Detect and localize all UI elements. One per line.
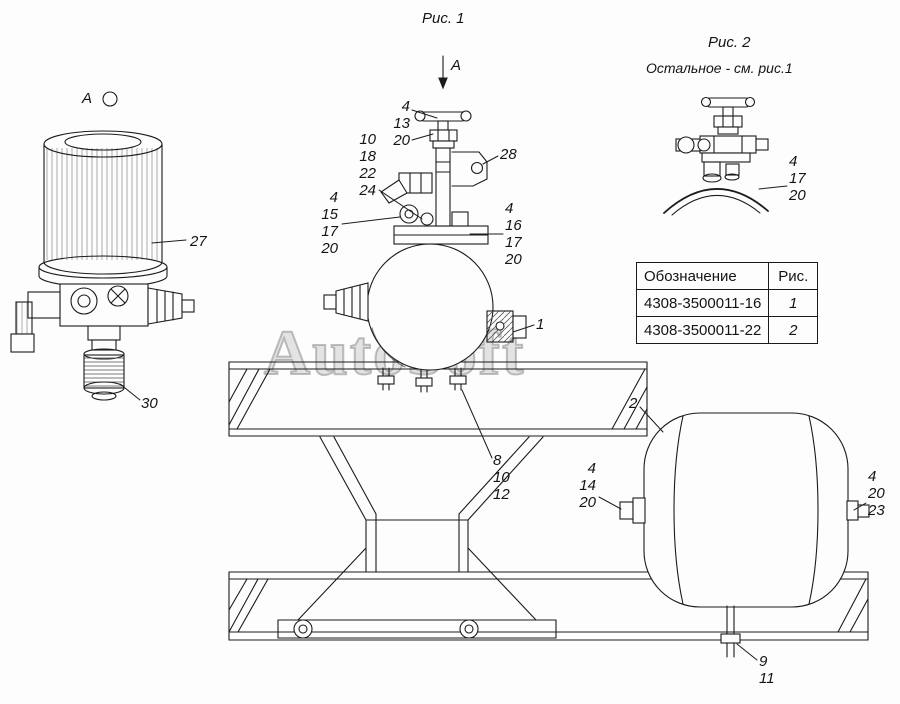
leader-lines — [119, 109, 867, 661]
table-cell-code: 4308-3500011-16 — [635, 289, 770, 317]
callout-1: 1 — [536, 316, 545, 333]
figure2-title: Рис. 2 — [708, 34, 751, 51]
figure2-note: Остальное - см. рис.1 — [646, 60, 793, 76]
designation-table: Обозначение Рис. 4308-3500011-16 1 4308-… — [635, 262, 819, 344]
view-marker-label: А — [82, 90, 93, 107]
bracket-28 — [451, 151, 488, 187]
callout-30: 30 — [141, 395, 158, 412]
view-marker-circle — [102, 91, 118, 107]
callout-4-16-17-20: 4 16 17 20 — [505, 200, 522, 268]
table-cell-fig: 1 — [768, 289, 819, 317]
table-row: 4308-3500011-22 2 — [635, 316, 819, 344]
callout-4-14-20: 4 14 20 — [579, 460, 596, 511]
callout-2: 2 — [629, 395, 638, 412]
callout-27: 27 — [190, 233, 207, 250]
callout-28: 28 — [500, 146, 517, 163]
callout-4-15-17-20: 4 15 17 20 — [321, 189, 338, 257]
inlet-fittings — [380, 172, 434, 226]
mount-bolts — [377, 367, 467, 393]
callout-4-20-23: 4 20 23 — [868, 468, 885, 519]
muffler — [83, 325, 125, 401]
callout-4-13-20: 4 13 20 — [393, 98, 410, 149]
callout-10-18-22-24: 10 18 22 24 — [359, 131, 376, 199]
fig2-valve-assembly — [663, 96, 769, 216]
callout-8-10-12: 8 10 12 — [493, 452, 510, 503]
clamp-item-1 — [486, 310, 527, 343]
callout-9-11: 9 11 — [759, 653, 775, 687]
upper-frame-rail — [228, 361, 648, 437]
table-header-row: Обозначение Рис. — [635, 262, 819, 290]
section-arrow — [438, 55, 448, 90]
top-cock — [414, 110, 472, 149]
left-cone-fitting — [323, 282, 369, 322]
air-reservoir — [619, 412, 870, 658]
section-arrow-label: А — [451, 57, 462, 74]
table-cell-fig: 2 — [768, 316, 819, 344]
support-bracket — [277, 436, 557, 639]
table-row: 4308-3500011-16 1 — [635, 289, 819, 317]
drain-valve — [720, 605, 741, 658]
air-dryer-side-view — [10, 130, 195, 401]
table-header-fig: Рис. — [768, 262, 819, 290]
air-dryer-front-assembly — [323, 110, 527, 393]
table-cell-code: 4308-3500011-22 — [635, 316, 770, 344]
callout-fig2-4-17-20: 4 17 20 — [789, 153, 806, 204]
table-header-designation: Обозначение — [635, 262, 770, 290]
figure1-title: Рис. 1 — [422, 10, 465, 27]
